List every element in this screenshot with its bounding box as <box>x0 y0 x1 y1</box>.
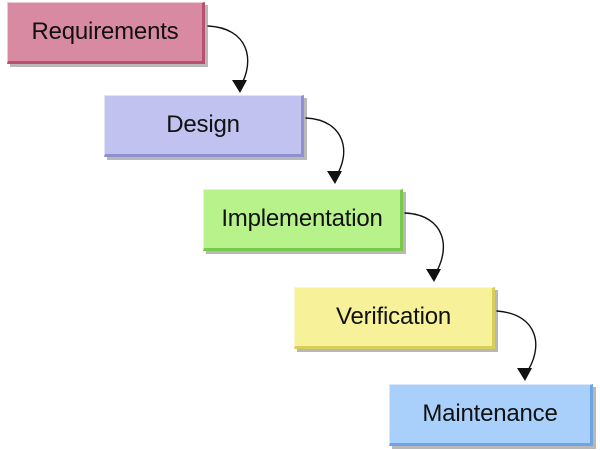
step-implementation: Implementation <box>203 189 403 251</box>
step-label: Verification <box>336 303 451 330</box>
step-label: Maintenance <box>422 400 558 427</box>
arrowhead-verification <box>426 269 441 282</box>
arrow-requirements-to-design <box>207 25 249 88</box>
step-design: Design <box>104 95 304 157</box>
step-requirements: Requirements <box>7 2 205 64</box>
arrow-design-to-implementation <box>305 117 345 179</box>
arrowhead-design <box>232 80 247 93</box>
arrow-implementation-to-verification <box>404 212 445 277</box>
arrowhead-maintenance <box>517 368 532 381</box>
step-label: Requirements <box>31 18 179 45</box>
step-verification: Verification <box>294 287 495 349</box>
step-maintenance: Maintenance <box>389 384 593 446</box>
arrow-verification-to-maintenance <box>496 310 537 376</box>
step-label: Design <box>166 111 240 138</box>
step-label: Implementation <box>221 205 383 232</box>
arrowhead-implementation <box>327 171 342 184</box>
